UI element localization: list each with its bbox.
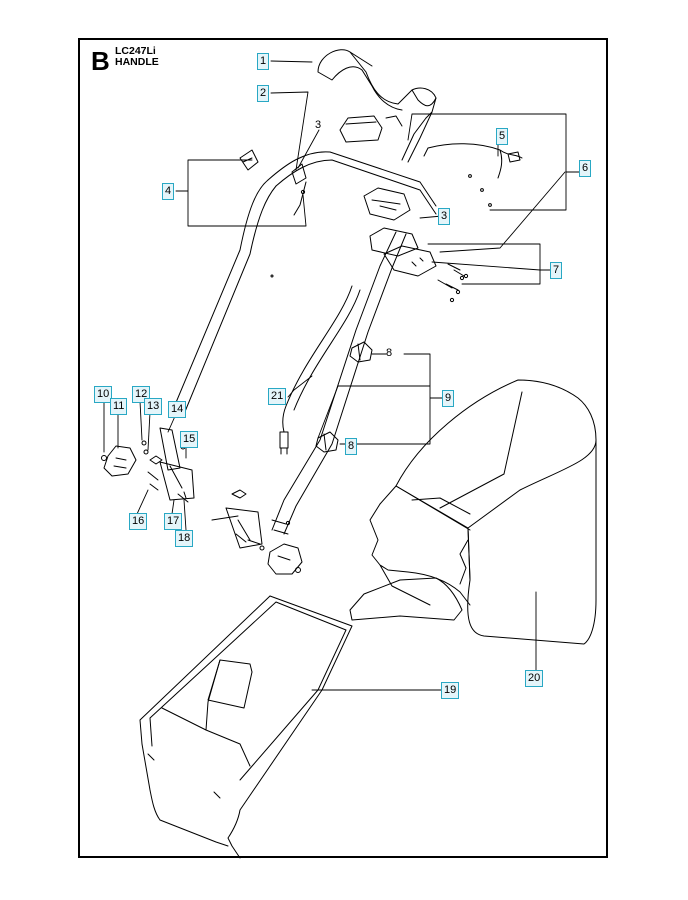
leader-lines [103, 60, 581, 691]
callout-3-upper[interactable]: 3 [315, 119, 322, 131]
callout-19[interactable]: 19 [441, 682, 460, 699]
section-letter: B [91, 46, 110, 76]
callout-5[interactable]: 5 [496, 128, 509, 145]
wiring-harness [423, 143, 523, 179]
screw [488, 203, 492, 207]
callout-13[interactable]: 13 [144, 398, 163, 415]
callout-9[interactable]: 9 [442, 390, 455, 407]
callout-11[interactable]: 11 [110, 398, 128, 415]
grass-bag-frame [139, 595, 353, 859]
callout-8-upper[interactable]: 8 [386, 347, 393, 359]
diagram-frame [78, 38, 608, 858]
callout-6[interactable]: 6 [579, 160, 592, 177]
upper-handle-bar [317, 49, 437, 163]
cable [282, 285, 361, 433]
callout-10[interactable]: 10 [94, 386, 113, 403]
cable-plug [279, 431, 289, 455]
screw [468, 174, 472, 178]
lower-right-mechanism [211, 489, 303, 575]
grass-bag [349, 379, 597, 645]
reference-dot [270, 274, 274, 278]
callout-14[interactable]: 14 [168, 401, 187, 418]
callout-8-lower[interactable]: 8 [345, 438, 358, 455]
bolts-right [437, 263, 469, 303]
callout-15[interactable]: 15 [180, 431, 199, 448]
middle-handle [171, 151, 437, 535]
callout-1[interactable]: 1 [257, 53, 270, 70]
callout-20[interactable]: 20 [525, 670, 544, 687]
callout-2[interactable]: 2 [257, 85, 270, 102]
callout-16[interactable]: 16 [129, 513, 148, 530]
callout-3-lower[interactable]: 3 [438, 208, 451, 225]
cable-clip-upper [349, 341, 373, 363]
callout-18[interactable]: 18 [175, 530, 194, 547]
cable-clip-lower [315, 431, 339, 453]
callout-21[interactable]: 21 [268, 388, 287, 405]
wire-connector [507, 151, 521, 163]
screw [480, 188, 484, 192]
callout-4[interactable]: 4 [162, 183, 175, 200]
diagram-heading: LC247Li HANDLE [115, 46, 159, 68]
switch-housing [339, 115, 437, 277]
callout-17[interactable]: 17 [164, 513, 183, 530]
callout-7[interactable]: 7 [550, 262, 563, 279]
model-name: LC247Li [115, 45, 156, 57]
diagram-title: HANDLE [115, 56, 159, 68]
